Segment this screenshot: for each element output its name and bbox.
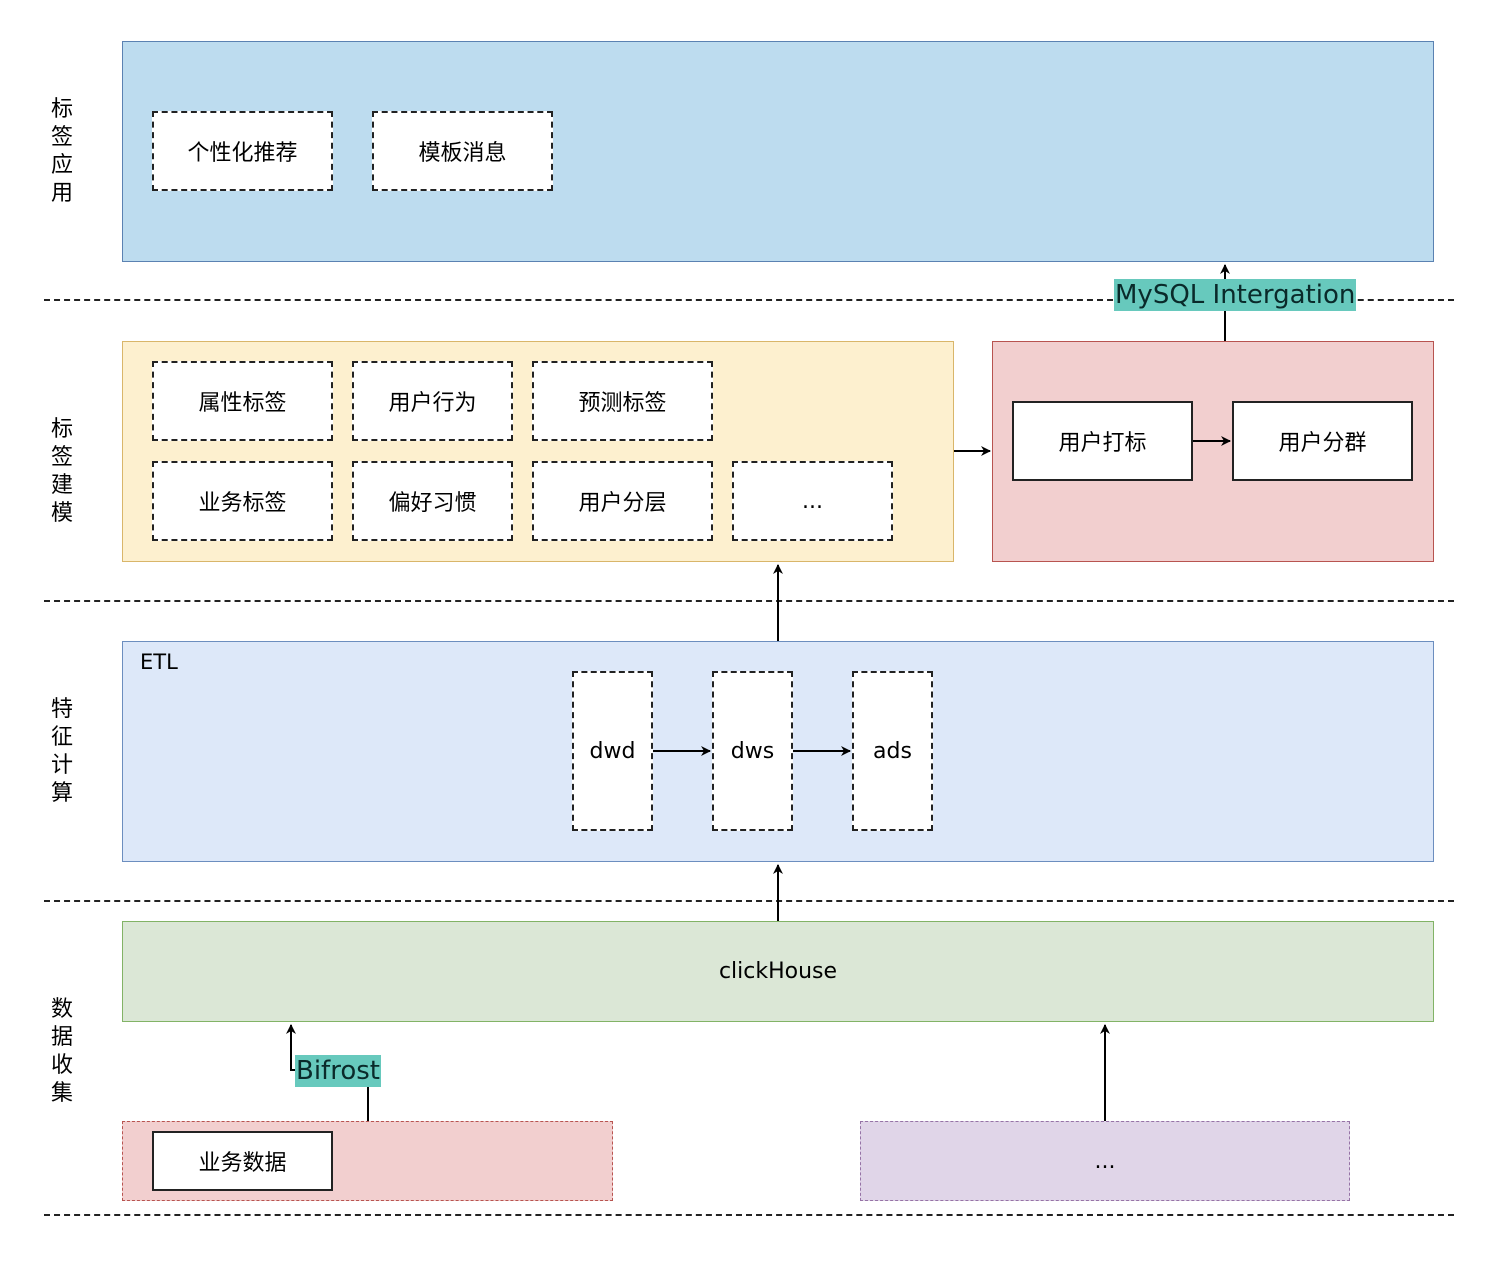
etl-stage-ads: ads <box>852 671 933 831</box>
side-label-collect: 数据收集 <box>50 997 73 1106</box>
model-item-user-layer: 用户分层 <box>532 461 713 541</box>
other-source-box: ... <box>860 1121 1350 1201</box>
mysql-integration-tag: MySQL Intergation <box>1114 279 1357 311</box>
etl-stage-dws: dws <box>712 671 793 831</box>
etl-title: ETL <box>140 650 178 674</box>
model-item-attribute-tag: 属性标签 <box>152 361 333 441</box>
side-label-feature: 特征计算 <box>50 697 73 806</box>
etl-stage-dwd: dwd <box>572 671 653 831</box>
model-item-user-behavior: 用户行为 <box>352 361 513 441</box>
separator-line <box>44 299 1454 301</box>
user-grouping-box: 用户分群 <box>1232 401 1413 481</box>
separator-line <box>44 900 1454 902</box>
side-label-model: 标签建模 <box>50 417 73 526</box>
model-item-preference: 偏好习惯 <box>352 461 513 541</box>
app-layer <box>122 41 1434 262</box>
model-item-business-tag: 业务标签 <box>152 461 333 541</box>
model-item-predict-tag: 预测标签 <box>532 361 713 441</box>
app-item-template-message: 模板消息 <box>372 111 553 191</box>
side-label-app: 标签应用 <box>50 97 73 206</box>
separator-line <box>44 1214 1454 1216</box>
clickhouse-layer: clickHouse <box>122 921 1434 1022</box>
app-item-recommend: 个性化推荐 <box>152 111 333 191</box>
bifrost-tag: Bifrost <box>295 1055 381 1087</box>
model-item-more: ... <box>732 461 893 541</box>
separator-line <box>44 600 1454 602</box>
user-tagging-box: 用户打标 <box>1012 401 1193 481</box>
business-data-box: 业务数据 <box>152 1131 333 1191</box>
